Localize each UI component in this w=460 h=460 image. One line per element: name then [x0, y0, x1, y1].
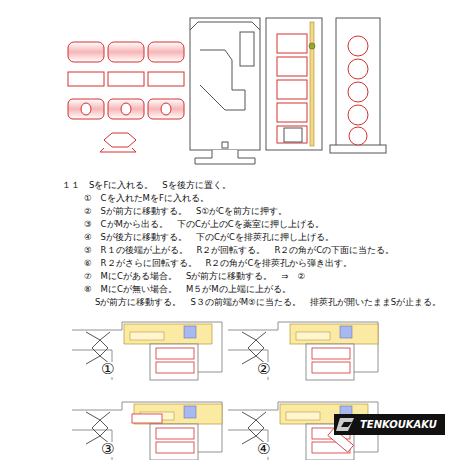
text-line: １１ SをFに入れる。 Sを後方に置く。 — [62, 180, 231, 190]
text-line: ⑦ MにCがある場合。 Sが前方に移動する。 ⇒ ② — [84, 271, 305, 281]
badge-text: TENKOUKAKU — [360, 419, 437, 430]
mechanism-panels — [72, 322, 378, 460]
callout-number: ① — [100, 362, 115, 377]
cartridge-views — [68, 42, 184, 152]
watermark-badge: TENKOUKAKU — [334, 414, 445, 435]
magazine-side — [190, 18, 260, 164]
mechanism-panel — [72, 322, 222, 380]
text-line: ⑤ R１の後端が上がる。 R２が回転する。 R２の角がCの下面に当たる。 — [84, 245, 394, 255]
text-line: ③ CがMから出る。 下のCが上のCを薬室に押し上げる。 — [84, 219, 324, 229]
callout-number: ② — [256, 362, 271, 377]
text-line: ⑧ MにCが無い場合。 M５がMの上端に上がる。 — [84, 284, 291, 294]
text-line: ② Sが前方に移動する。 S①がCを前方に押す。 — [84, 206, 287, 216]
mechanism-panel — [228, 322, 378, 380]
callout-number: ④ — [256, 442, 271, 457]
mechanism-panel — [72, 402, 222, 460]
callout-number: ③ — [100, 442, 115, 457]
text-line: ① Cを入れたMをFに入れる。 — [84, 193, 209, 203]
magazine-end — [330, 18, 386, 153]
text-line: ④ Sが後方に移動する。 下のCがCを排莢孔に押し上げる。 — [84, 232, 334, 242]
text-line: ⑥ R２がさらに回転する。 R２の角がCを排莢孔から弾き出す。 — [84, 258, 352, 268]
text-line: Sが前方に移動する。 S３の前端がM⑤に当たる。 排莢孔が開いたままSが止まる。 — [95, 297, 441, 307]
magazine-front — [266, 18, 322, 150]
